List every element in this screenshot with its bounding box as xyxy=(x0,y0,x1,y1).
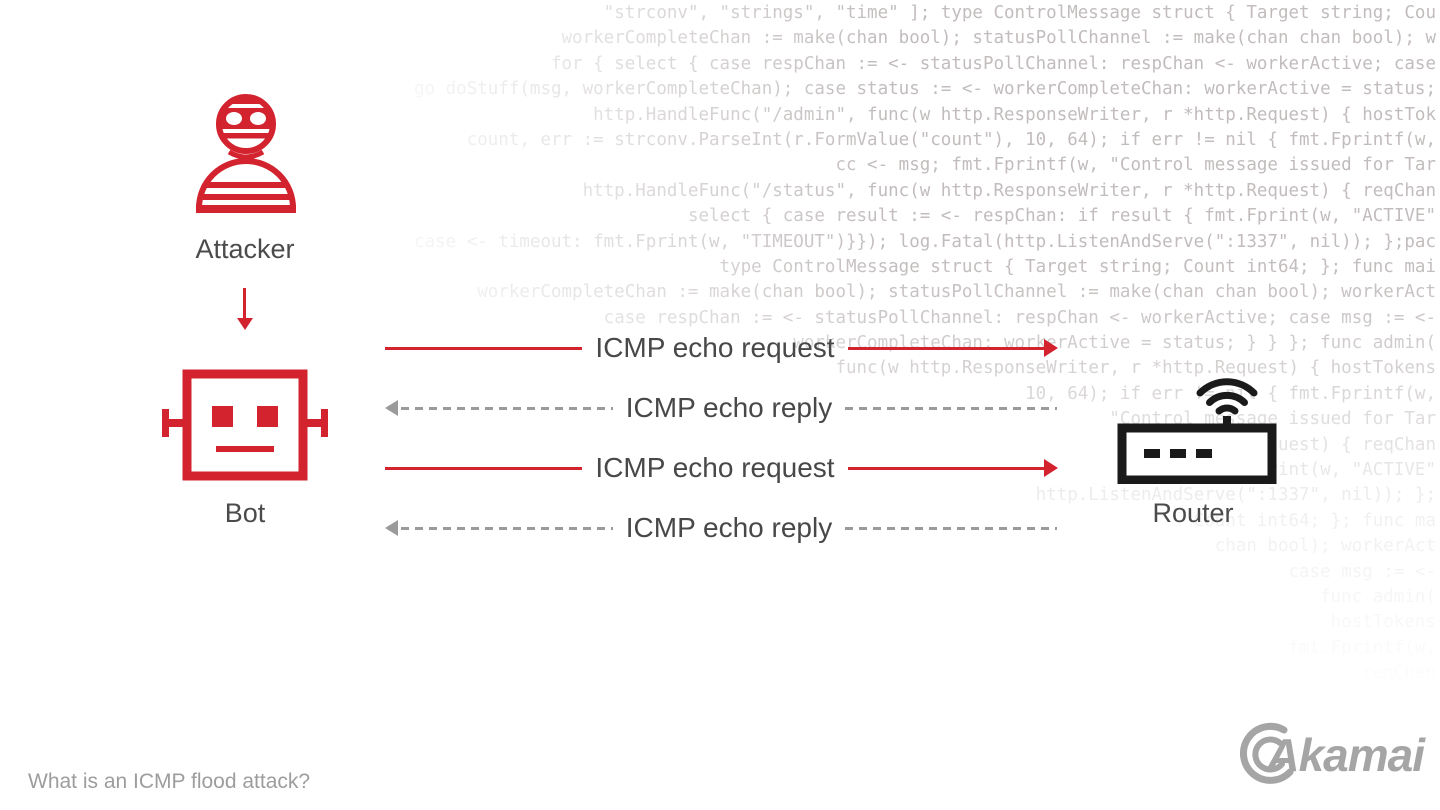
message-label: ICMP echo reply xyxy=(625,392,833,423)
bot-icon xyxy=(162,369,328,481)
router-label: Router xyxy=(1152,498,1234,528)
router-icon xyxy=(1117,378,1277,484)
page-title: What is an ICMP flood attack? xyxy=(28,770,311,793)
request-arrow-right xyxy=(847,459,1059,477)
attacker-label: Attacker xyxy=(195,234,295,264)
reply-line-left xyxy=(401,526,613,530)
akamai-logo: Akamai xyxy=(1230,722,1425,788)
reply-arrowhead-left xyxy=(385,520,398,536)
message-label: ICMP echo reply xyxy=(625,512,833,543)
attacker-to-bot-arrow xyxy=(237,288,253,330)
message-label: ICMP echo request xyxy=(595,452,835,483)
reply-line-right xyxy=(845,526,1057,530)
message-row-reply-1: ICMP echo reply xyxy=(385,390,1057,426)
attacker-icon xyxy=(196,94,296,213)
message-row-request-1: ICMP echo request xyxy=(385,330,1059,366)
reply-line-left xyxy=(401,406,613,410)
message-row-reply-2: ICMP echo reply xyxy=(385,510,1057,546)
message-row-request-2: ICMP echo request xyxy=(385,450,1059,486)
message-label: ICMP echo request xyxy=(595,332,835,363)
akamai-wordmark: Akamai xyxy=(1266,729,1425,781)
request-line-left xyxy=(385,346,583,350)
reply-line-right xyxy=(845,406,1057,410)
request-arrow-right xyxy=(847,339,1059,357)
reply-arrowhead-left xyxy=(385,400,398,416)
bot-label: Bot xyxy=(224,498,266,528)
request-line-left xyxy=(385,466,583,470)
